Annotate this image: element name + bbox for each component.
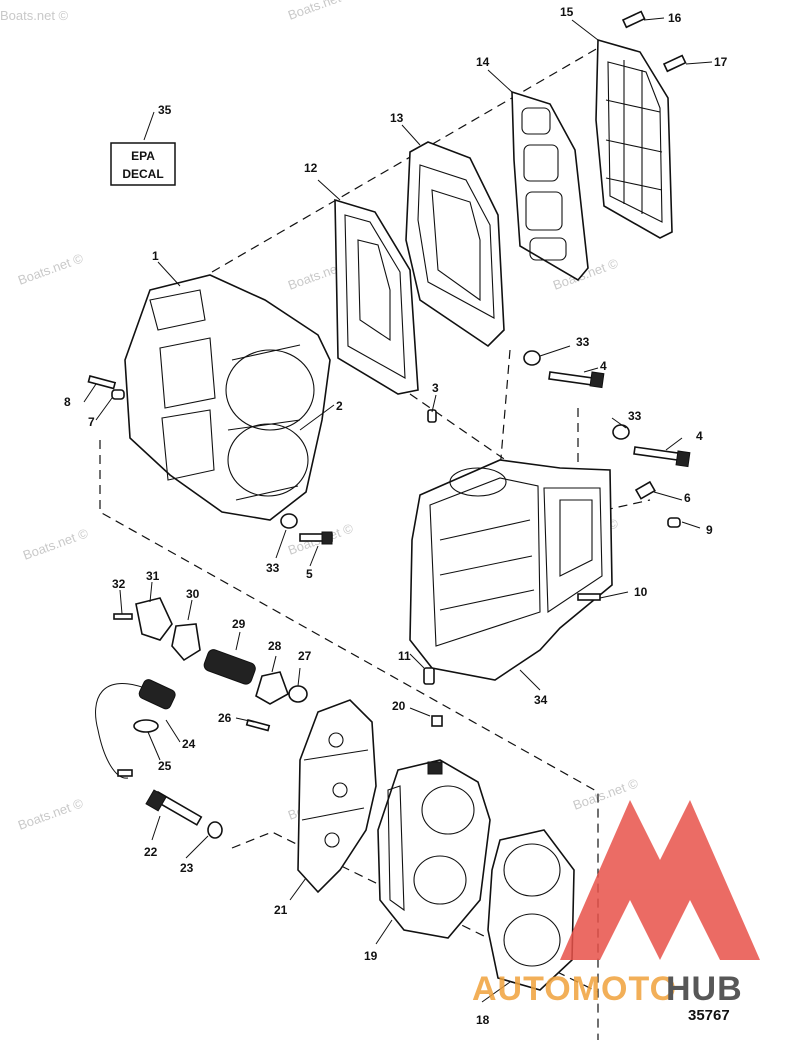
callout-13: 13 (390, 111, 404, 125)
callout-1: 1 (152, 249, 159, 263)
callout-25: 25 (158, 759, 172, 773)
callout-28: 28 (268, 639, 282, 653)
callout-24: 24 (182, 737, 196, 751)
drawing-number: 35767 (688, 1007, 730, 1024)
cylinder-head-19 (377, 759, 491, 939)
watermark-text: Boats.net © (16, 250, 86, 288)
callout-5: 5 (306, 567, 313, 581)
gasket-12 (334, 198, 419, 395)
watermark-text: Boats.net © (21, 525, 91, 563)
callout-12: 12 (304, 161, 318, 175)
thermostat-parts (113, 597, 308, 732)
callout-labels: 1 2 3 4 4 5 6 7 8 9 10 11 12 13 14 15 16… (64, 5, 728, 1027)
callout-31: 31 (146, 569, 160, 583)
cover-plate-13 (405, 141, 505, 348)
callout-30: 30 (186, 587, 200, 601)
callout-11: 11 (398, 649, 411, 663)
callout-33a: 33 (576, 335, 590, 349)
brand-part2: HUB (666, 970, 743, 1008)
callout-9: 9 (706, 523, 713, 537)
callout-20: 20 (392, 699, 406, 713)
callout-19: 19 (364, 949, 378, 963)
callout-8: 8 (64, 395, 71, 409)
callout-15: 15 (560, 5, 574, 19)
cover-21 (297, 699, 377, 894)
temperature-sensor (95, 679, 176, 779)
callout-23: 23 (180, 861, 194, 875)
callout-4b: 4 (696, 429, 703, 443)
callout-14: 14 (476, 55, 490, 69)
callout-33c: 33 (266, 561, 280, 575)
callout-27: 27 (298, 649, 312, 663)
callout-29: 29 (232, 617, 246, 631)
callout-33b: 33 (628, 409, 642, 423)
brand-part1: AUTOMOTO (472, 970, 677, 1008)
callout-4a: 4 (600, 359, 607, 373)
callout-34: 34 (534, 693, 548, 707)
callout-22: 22 (144, 845, 158, 859)
head-gasket-18 (487, 829, 575, 991)
watermark-text: Boats.net © (16, 795, 86, 833)
watermark-text: Boats.net © (286, 0, 356, 23)
cylinder-block (124, 274, 331, 521)
brand-logo: AUTOMOTO HUB (472, 800, 760, 1008)
callout-3: 3 (432, 381, 439, 395)
callout-35: 35 (158, 103, 172, 117)
decal-line-2: DECAL (122, 167, 163, 181)
bolt-and-washer (145, 789, 223, 839)
callout-17: 17 (714, 55, 728, 69)
callout-16: 16 (668, 11, 682, 25)
leader-lines (83, 17, 713, 1003)
callout-26: 26 (218, 711, 232, 725)
gasket-14 (511, 90, 589, 282)
callout-7: 7 (88, 415, 95, 429)
callout-6: 6 (684, 491, 691, 505)
callout-10: 10 (634, 585, 648, 599)
watermark-text: Boats.net © (0, 8, 69, 23)
epa-decal: EPA DECAL (110, 142, 176, 186)
callout-32: 32 (112, 577, 126, 591)
decal-line-1: EPA (131, 149, 155, 163)
callout-21: 21 (274, 903, 288, 917)
crankcase-34 (409, 459, 613, 681)
reed-plate-15 (595, 38, 673, 239)
fasteners (87, 10, 691, 727)
callout-18: 18 (476, 1013, 490, 1027)
callout-2: 2 (336, 399, 343, 413)
logo-triangle-icon (560, 800, 760, 960)
